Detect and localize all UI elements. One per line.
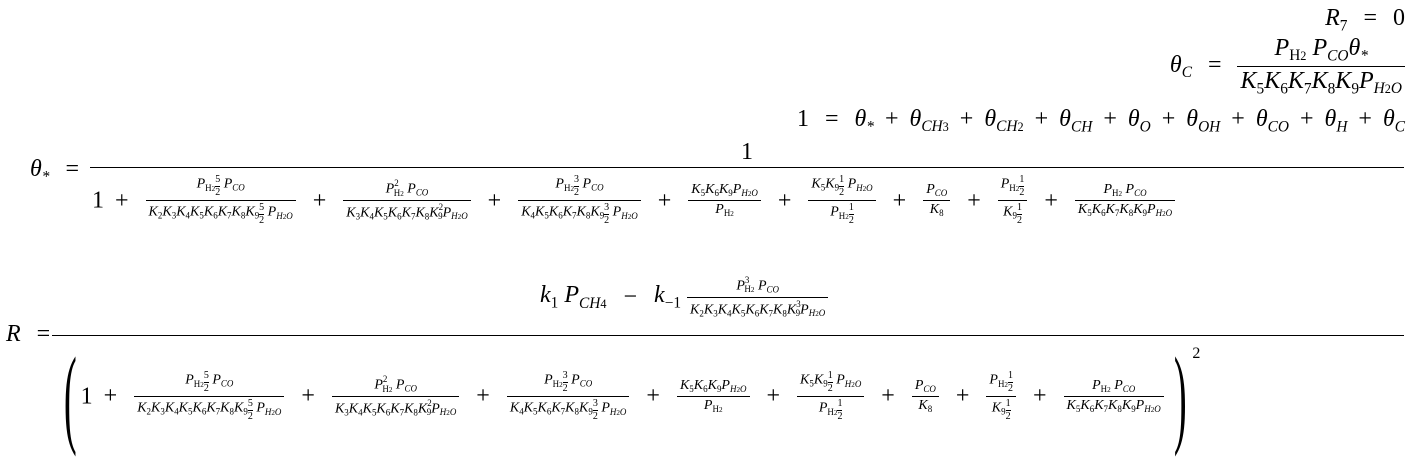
eq5-numerator: k1 PCH4 − k−1 P3H2 PCO K2K3K4K5K6K7K8K39… [540,276,829,318]
eq5-term-2: P2H2 PCO K3K4K5K6K7K8K29PH2O [331,375,460,417]
eq5-lhs: R [6,321,21,347]
eq5-km1-sub: −1 [664,294,682,312]
eq1-equals: = [1363,5,1377,31]
eq5-k1-sub: 1 [550,294,559,312]
eq5-equals: = [36,321,51,347]
eq5-fraction-bar [52,335,1404,336]
eq1-lhs: R [1325,5,1340,31]
eq5-k1: k [540,282,551,309]
eq2-numerator: PH2 PCOθ* [1274,35,1368,65]
equation-r7: R7 = 0 [1325,6,1405,34]
eq1-rhs: 0 [1393,5,1405,31]
left-paren: ( [63,335,77,457]
eq4-term-4: K5K6K9PH2O PH2 [688,182,761,219]
right-paren: ) [1173,335,1187,457]
eq2-equals: = [1207,51,1222,78]
equation-theta-c: θC = PH2 PCOθ* K5K6K7K8K9PH2O [1170,36,1405,96]
eq5-minus: − [623,284,638,311]
eq1-lhs-sub: 7 [1339,17,1348,35]
equation-site-balance: 1 = θ*+θCH3+θCH2+θCH+θO+θOH+θCO+θH+θC [796,106,1405,136]
equation-rate-lhs: R = [6,322,60,346]
eq4-term-6: PCO K8 [923,182,951,218]
eq2-lhs: θ [1169,51,1182,78]
eq3-lhs: 1 [796,106,809,132]
eq5-numerator-fraction: P3H2 PCO K2K3K4K5K6K7K8K39PH2O [687,276,829,318]
eq4-term-2: P2H2 PCO K3K4K5K6K7K8K29PH2O [343,179,471,221]
eq4-term-8: PH2 PCO K5K6K7K8K9PH2O [1074,182,1176,219]
eq4-numerator: 1 [741,139,753,165]
eq5-squared: 2 [1192,345,1201,362]
eq5-km1: k [654,282,665,309]
eq2-fraction: PH2 PCOθ* K5K6K7K8K9PH2O [1237,36,1405,96]
eq4-equals: = [65,156,80,182]
eq4-fraction-bar [90,167,1404,168]
equation-theta-star-lhs: θ* = [30,157,89,185]
eq2-denominator: K5K6K7K8K9PH2O [1240,67,1402,98]
eq5-term-8: PH2 PCO K5K6K7K8K9PH2O [1063,378,1164,415]
eq5-term-6: PCO K8 [911,378,939,414]
eq4-lhs-sub: * [41,168,50,186]
eq3-equals: = [824,106,839,132]
eq5-term-4: K5K6K9PH2O PH2 [676,378,750,415]
eq4-lhs: θ [30,156,42,182]
eq2-lhs-sub: C [1181,64,1192,82]
